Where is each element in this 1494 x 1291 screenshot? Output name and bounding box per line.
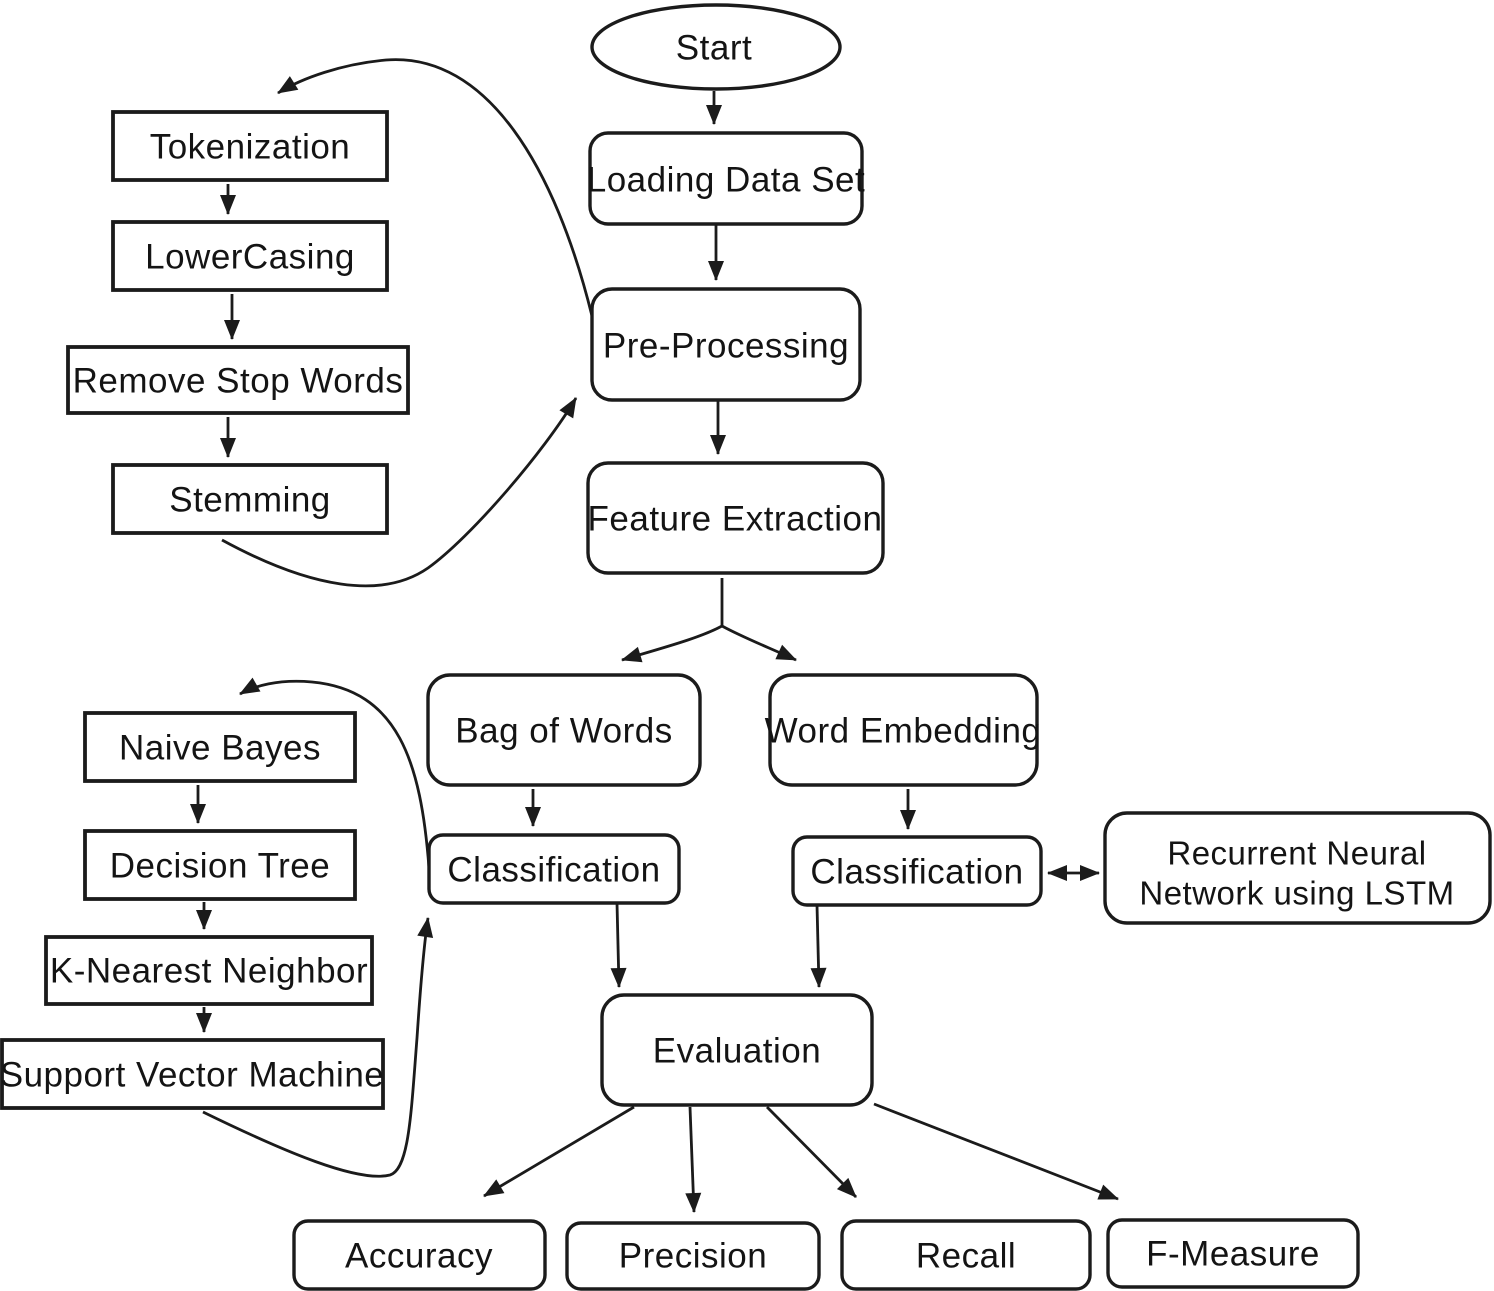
accuracy-label: Accuracy [345,1236,493,1275]
edge-svm-classification-loop [202,917,434,1178]
naivebayes-shape [83,711,357,783]
edge-evaluation-precision [685,1106,702,1213]
knn-shape [44,935,374,1006]
preprocessing-label: Pre-Processing [603,326,849,365]
node-rnn-lstm: Recurrent Neural Network using LSTM [1103,811,1492,925]
node-classification-bow: Classification [427,833,681,905]
recall-label: Recall [916,1236,1016,1275]
node-stemming: Stemming [111,463,389,535]
edge-split-wordembedding [721,624,797,662]
loading-label: Loading Data Set [587,160,865,199]
classificationbow-shape [427,833,681,905]
stemming-shape [111,463,389,535]
classificationwe-label: Classification [810,852,1023,891]
node-recall: Recall [840,1219,1092,1291]
removestopwords-label: Remove Stop Words [73,361,404,400]
node-k-nearest-neighbor: K-Nearest Neighbor [44,935,374,1006]
edge-preprocessing-tokenization-loop [277,58,594,317]
knn-label: K-Nearest Neighbor [50,951,368,990]
edge-evaluation-fmeasure [873,1102,1119,1201]
stemming-label: Stemming [169,480,331,519]
tokenization-shape [111,110,389,182]
edges-layer [190,58,1119,1213]
node-pre-processing: Pre-Processing [590,287,862,402]
recall-shape [840,1219,1092,1291]
lowercasing-label: LowerCasing [145,237,355,276]
loading-shape [588,131,864,226]
rnn-label-line2: Network using LSTM [1139,875,1454,912]
node-feature-extraction: Feature Extraction [586,461,885,575]
edge-split-bagofwords [621,624,723,663]
precision-label: Precision [619,1236,767,1275]
naivebayes-label: Naive Bayes [119,728,321,767]
node-bag-of-words: Bag of Words [426,673,702,787]
rnn-label-line1: Recurrent Neural [1167,835,1426,872]
removestopwords-shape [66,345,410,415]
decisiontree-shape [83,829,357,901]
node-precision: Precision [565,1221,821,1291]
lowercasing-shape [111,220,389,292]
wordembedding-shape [768,673,1039,787]
fmeasure-shape [1106,1218,1360,1289]
node-remove-stop-words: Remove Stop Words [66,345,410,415]
node-f-measure: F-Measure [1106,1218,1360,1289]
edge-classification-naivebayes-loop [239,677,431,869]
precision-shape [565,1221,821,1291]
bagofwords-shape [426,673,702,787]
edge-stemming-preprocessing-loop [221,397,578,588]
rnn-shape [1103,811,1492,925]
node-start: Start [590,3,842,91]
evaluation-label: Evaluation [653,1031,821,1070]
svm-label: Support Vector Machine [0,1055,384,1094]
node-loading-data-set: Loading Data Set [587,131,865,226]
featureextraction-label: Feature Extraction [588,499,883,538]
edge-classificationright-evaluation [810,904,827,988]
edge-classificationleft-evaluation [610,902,627,988]
node-lowercasing: LowerCasing [111,220,389,292]
classificationbow-label: Classification [447,850,660,889]
tokenization-label: Tokenization [150,127,351,166]
decisiontree-label: Decision Tree [110,846,330,885]
node-accuracy: Accuracy [292,1219,547,1291]
bagofwords-label: Bag of Words [455,711,672,750]
featureextraction-shape [586,461,885,575]
start-label: Start [676,28,752,67]
node-naive-bayes: Naive Bayes [83,711,357,783]
node-decision-tree: Decision Tree [83,829,357,901]
node-support-vector-machine: Support Vector Machine [0,1038,385,1110]
node-word-embedding: Word Embedding [765,673,1042,787]
evaluation-shape [600,993,874,1107]
svm-shape [0,1038,385,1110]
node-classification-we: Classification [791,835,1043,907]
edge-evaluation-recall [766,1106,857,1198]
start-shape [590,3,842,91]
accuracy-shape [292,1219,547,1291]
edge-evaluation-accuracy [483,1105,635,1198]
preprocessing-shape [590,287,862,402]
wordembedding-label: Word Embedding [765,711,1042,750]
node-evaluation: Evaluation [600,993,874,1107]
classificationwe-shape [791,835,1043,907]
fmeasure-label: F-Measure [1146,1234,1320,1273]
nodes-layer: Start Loading Data Set Pre-Processing Fe… [0,3,1492,1291]
node-tokenization: Tokenization [111,110,389,182]
